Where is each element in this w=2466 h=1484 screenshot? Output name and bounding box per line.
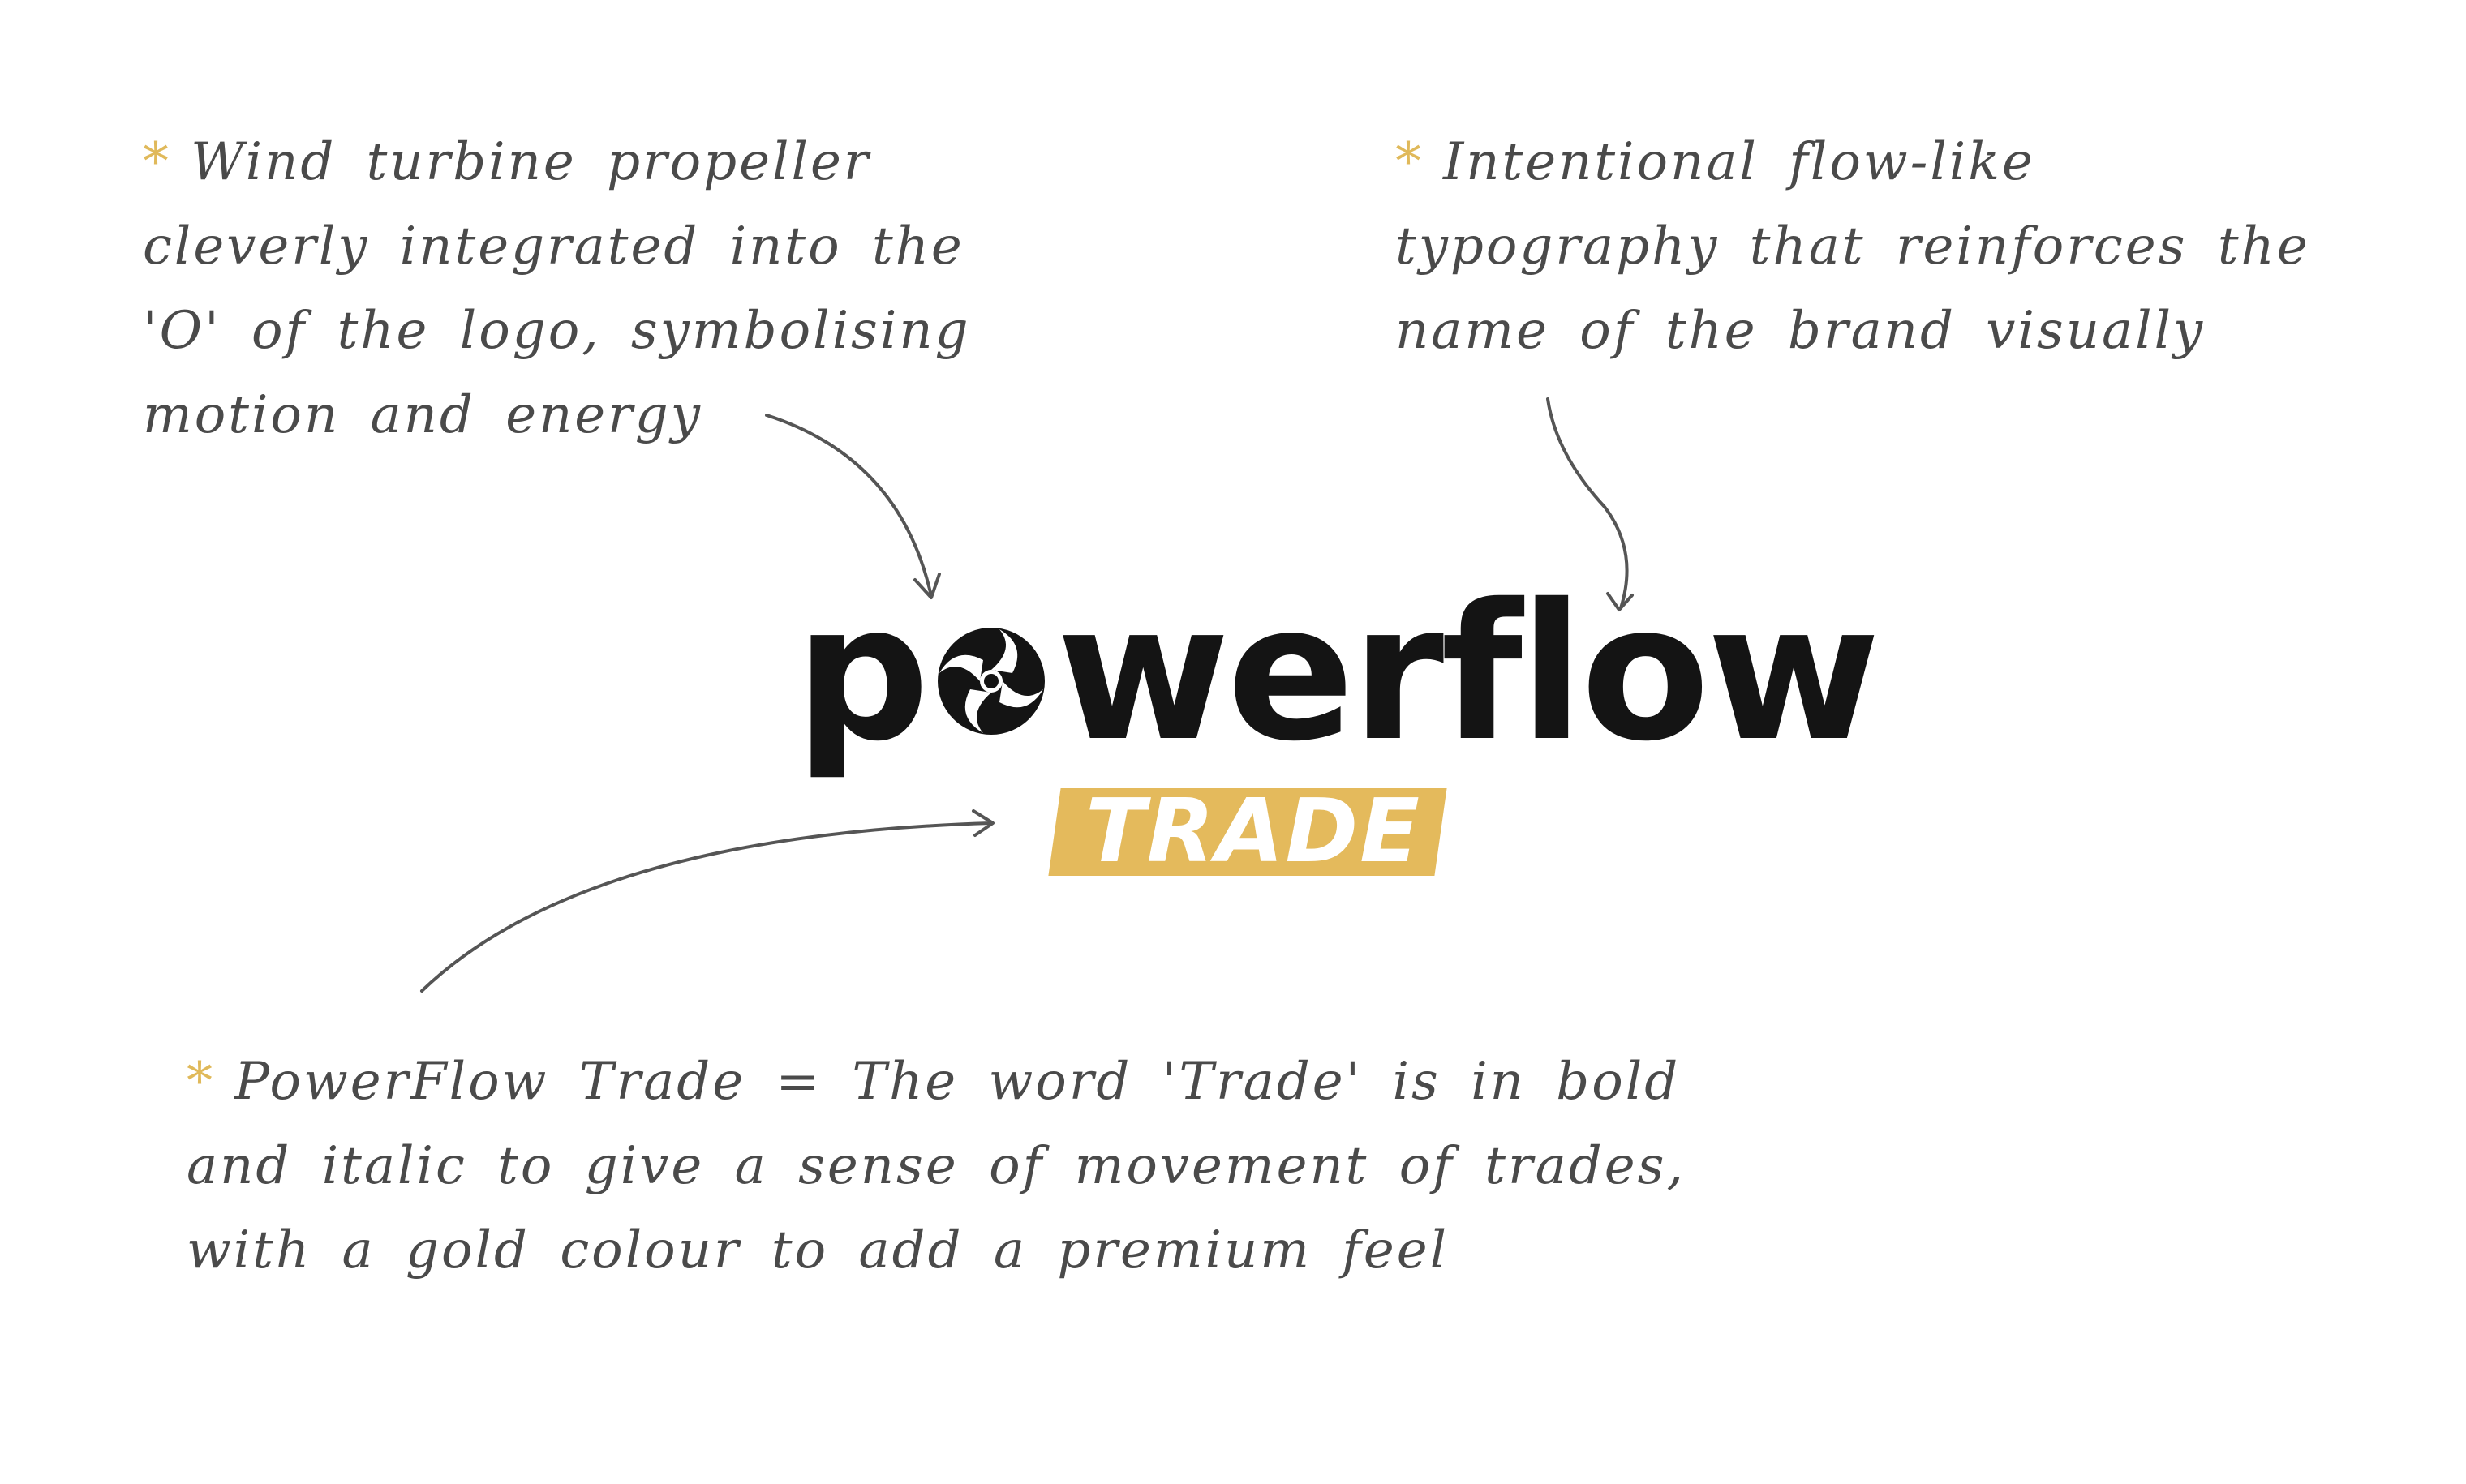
asterisk-bullet-icon: * (187, 1052, 215, 1112)
logo-word-end: werflow (1056, 564, 1880, 783)
annotation-line: *PowerFlow Trade = The word 'Trade' is i… (187, 1052, 1681, 1112)
wind-turbine-propeller-icon (928, 576, 1055, 735)
trade-badge-label: TRADE (1085, 781, 1421, 882)
annotation-line: cleverly integrated into the (143, 217, 964, 277)
arrow-to-propeller-icon (765, 414, 933, 598)
logo-word-start: p (795, 564, 930, 783)
arrowhead-icon (913, 573, 941, 599)
annotation-line: name of the brand visually (1395, 301, 2206, 361)
annotation-typography: *Intentional flow-like typography that r… (1395, 120, 2310, 373)
annotation-line: motion and energy (143, 385, 702, 445)
annotation-line: *Wind turbine propeller (143, 132, 871, 192)
annotation-trade: *PowerFlow Trade = The word 'Trade' is i… (187, 1040, 1686, 1293)
arrowhead-icon (972, 809, 995, 837)
logo-wordmark: p werflow (795, 568, 1880, 778)
annotation-line: typography that reinforces the (1395, 217, 2310, 277)
annotation-line: *Intentional flow-like (1395, 132, 2035, 192)
annotation-turbine: *Wind turbine propeller cleverly integra… (143, 120, 971, 457)
annotation-line: and italic to give a sense of movement o… (187, 1136, 1686, 1196)
annotation-line: 'O' of the logo, symbolising (143, 301, 971, 361)
asterisk-bullet-icon: * (1395, 132, 1424, 192)
annotation-line: with a gold colour to add a premium feel (187, 1220, 1450, 1280)
arrow-to-trade-icon (420, 821, 993, 993)
asterisk-bullet-icon: * (143, 132, 171, 192)
arrowhead-icon (1606, 592, 1634, 611)
arrow-to-typography-icon (1546, 397, 1629, 610)
